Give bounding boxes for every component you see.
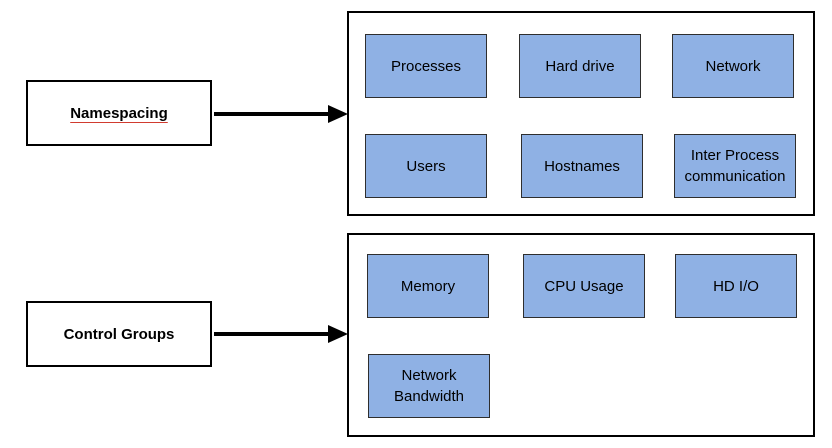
cgroup-item-cpu-usage: CPU Usage [523,254,645,318]
namespacing-group-frame: Processes Hard drive Network Users Hostn… [347,11,815,216]
namespace-item-inter-process-communication: Inter Process communication [674,134,796,198]
cgroup-item-memory: Memory [367,254,489,318]
namespace-item-processes: Processes [365,34,487,98]
namespacing-label: Namespacing [70,104,168,122]
control-groups-label: Control Groups [63,325,175,343]
namespacing-arrow [214,105,348,123]
control-groups-label-box: Control Groups [26,301,212,367]
namespace-item-hard-drive: Hard drive [519,34,641,98]
cgroup-item-network-bandwidth: Network Bandwidth [368,354,490,418]
control-groups-group-frame: Memory CPU Usage HD I/O Network Bandwidt… [347,233,815,437]
cgroup-item-hd-io: HD I/O [675,254,797,318]
namespace-item-hostnames: Hostnames [521,134,643,198]
control-groups-arrow [214,325,348,343]
namespacing-label-box: Namespacing [26,80,212,146]
namespace-item-network: Network [672,34,794,98]
namespace-item-users: Users [365,134,487,198]
